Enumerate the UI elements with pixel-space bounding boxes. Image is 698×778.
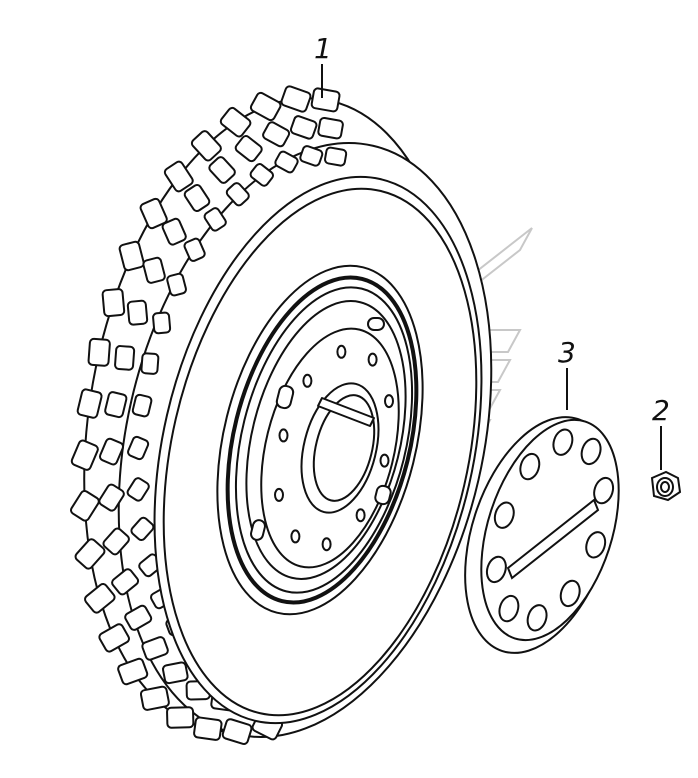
tread-block — [131, 393, 153, 418]
stud-hole — [355, 508, 366, 523]
cap-hole — [580, 437, 602, 466]
callout-1: 1 — [314, 32, 332, 65]
hub-cap-holes — [485, 428, 615, 632]
tread-block — [130, 516, 155, 542]
tread-block — [152, 311, 172, 335]
cap-hole — [526, 604, 548, 632]
stud-hole — [384, 394, 394, 409]
tread-block — [219, 106, 252, 138]
cap-hole — [493, 501, 515, 529]
tread-block — [114, 345, 136, 371]
tread-block — [190, 130, 222, 162]
cap-hole — [585, 531, 607, 559]
tread-block — [87, 337, 111, 367]
tread-block — [111, 568, 140, 596]
callout-3: 3 — [558, 336, 576, 369]
tread-block — [124, 604, 153, 631]
stud-hole — [290, 529, 301, 544]
wheel-nut — [650, 470, 682, 502]
disc-hole — [367, 317, 385, 331]
tread-block — [289, 115, 318, 140]
hub-cap-face — [480, 418, 620, 642]
tread-block — [262, 121, 291, 148]
tread-block — [234, 135, 263, 163]
tread-block — [317, 116, 344, 140]
tread-block — [98, 623, 130, 653]
tread-block — [225, 182, 250, 207]
hub-cap-slot — [506, 498, 600, 580]
tread-block — [101, 288, 126, 318]
disc-hole — [275, 384, 295, 410]
stud-hole — [274, 487, 284, 502]
tread-block — [84, 582, 116, 614]
stud-hole — [336, 344, 347, 359]
tread-block — [249, 91, 282, 122]
nut-bore — [660, 481, 670, 493]
tread-block — [126, 299, 149, 326]
disc-hole — [250, 519, 266, 541]
stud-hole — [278, 428, 289, 443]
tread-block — [203, 207, 227, 232]
tread-block — [98, 437, 125, 466]
hub-cap-cover — [464, 416, 620, 654]
tread-block — [141, 636, 169, 661]
cap-hole — [559, 579, 581, 608]
tread-block — [70, 439, 99, 471]
cap-hole — [485, 555, 507, 584]
cap-hole — [593, 476, 615, 505]
cap-hole — [519, 452, 541, 481]
tread-block — [310, 87, 341, 113]
callout-2: 2 — [652, 394, 670, 427]
hub-cross-bar — [317, 397, 375, 427]
tread-block — [127, 435, 150, 461]
tread-block — [166, 272, 187, 297]
cap-hole — [552, 428, 574, 456]
tread-block — [193, 716, 223, 741]
tread-block — [183, 183, 211, 213]
stud-hole — [367, 352, 378, 367]
tread-block — [104, 391, 128, 419]
stud-hole — [379, 453, 390, 468]
tread-block — [70, 489, 100, 522]
stud-hole — [302, 373, 313, 388]
tread-block — [299, 145, 324, 167]
tread-block — [74, 538, 106, 570]
tread-block — [98, 483, 125, 512]
tread-block — [208, 156, 236, 184]
tread-block — [161, 217, 187, 246]
tread-block — [323, 146, 348, 167]
tread-block — [102, 527, 130, 556]
tread-block — [126, 477, 150, 502]
tread-block — [280, 85, 312, 113]
tread-block — [139, 685, 170, 711]
disc-hole — [374, 484, 392, 506]
tread-block — [142, 256, 166, 284]
stud-hole — [321, 537, 332, 552]
tread-block — [117, 657, 149, 686]
tread-block — [118, 240, 145, 272]
cap-hole — [498, 594, 520, 623]
tread-block — [140, 352, 160, 375]
tread-block — [161, 661, 189, 685]
tread-block — [76, 388, 103, 419]
tread-block — [274, 150, 299, 174]
tread-block — [139, 197, 168, 230]
wheel-stud-holes — [274, 344, 394, 552]
tire-wheel-assembly — [70, 85, 493, 745]
tire-sidewall-inner — [162, 187, 478, 717]
callout-labels: 1 3 2 — [314, 32, 670, 470]
tread-block — [249, 163, 274, 187]
tread-block — [163, 160, 194, 193]
rim-flange-inner — [234, 286, 414, 594]
tread-block — [183, 237, 206, 262]
tread-block — [221, 718, 253, 745]
tread-block — [166, 706, 195, 729]
